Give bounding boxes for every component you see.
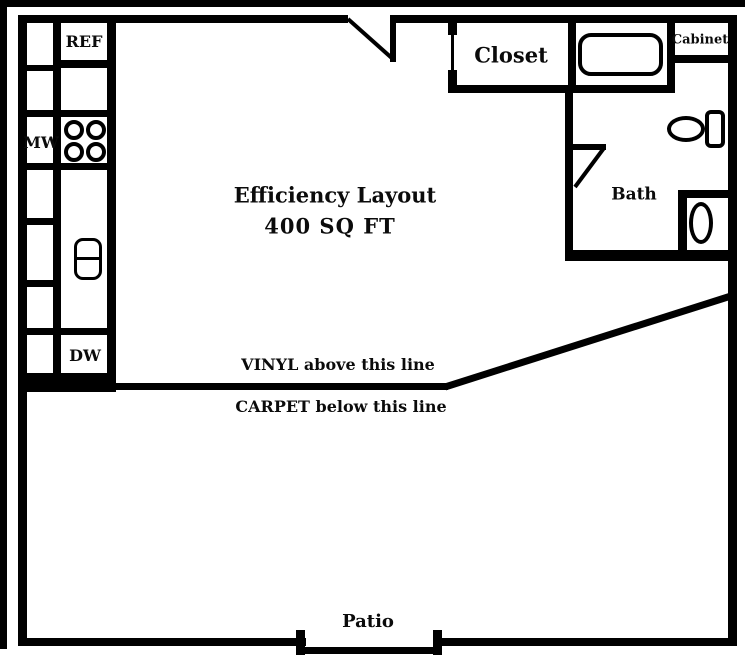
entry-door-leaf xyxy=(390,15,396,62)
flooring-divider-diagonal xyxy=(443,292,733,391)
bath-bottom-wall xyxy=(565,250,737,261)
bathtub-icon xyxy=(578,33,663,76)
counter-divider-line xyxy=(18,280,61,287)
burner-icon xyxy=(64,120,84,140)
toilet-bowl-icon xyxy=(667,116,705,142)
bath-door-swing-line xyxy=(573,146,606,189)
outer-frame-left xyxy=(0,0,7,649)
bottom-wall-right-segment xyxy=(433,638,737,646)
washbasin-icon xyxy=(689,202,713,244)
dishwasher-label: DW xyxy=(69,346,101,365)
sink-divider xyxy=(77,257,99,260)
counter-divider-line xyxy=(18,110,116,117)
outer-frame-top xyxy=(0,0,745,7)
toilet-tank-icon xyxy=(705,110,725,148)
closet-tub-divider-wall xyxy=(568,15,576,92)
entry-door-swing-line xyxy=(346,17,396,62)
carpet-flooring-label: CARPET below this line xyxy=(235,397,447,416)
top-wall-left-segment xyxy=(18,15,348,23)
washbasin-nook-left-wall xyxy=(678,190,687,255)
refrigerator-label: REF xyxy=(65,32,103,51)
patio-label: Patio xyxy=(342,611,394,632)
washbasin-nook-top-wall xyxy=(683,190,728,198)
bath-label: Bath xyxy=(611,184,657,205)
microwave-label: MW xyxy=(23,133,59,152)
counter-divider-line xyxy=(18,328,116,335)
bottom-wall-left-segment xyxy=(18,638,306,646)
bath-door-leaf xyxy=(573,144,606,150)
cabinet-bottom-wall xyxy=(675,55,737,63)
closet-door-jamb-bottom xyxy=(448,70,457,92)
closet-door-jamb-top xyxy=(448,15,457,35)
burner-icon xyxy=(86,142,106,162)
closet-label: Closet xyxy=(474,42,548,68)
kitchen-counter-divider xyxy=(53,20,61,376)
cabinet-label: Cabinet xyxy=(671,32,729,48)
tub-room-right-wall xyxy=(667,15,675,92)
bath-left-wall xyxy=(565,85,573,257)
right-wall xyxy=(728,15,737,646)
closet-bottom-wall xyxy=(448,85,675,93)
counter-divider-line xyxy=(18,65,61,71)
counter-divider-line xyxy=(18,163,116,170)
burner-icon xyxy=(86,120,106,140)
counter-divider-line xyxy=(18,218,61,225)
plan-area: 400 SQ FT xyxy=(264,213,396,239)
patio-door-jamb-right xyxy=(433,630,442,655)
flooring-divider-line xyxy=(18,383,448,390)
kitchen-sink-icon xyxy=(74,238,102,280)
patio-door-jamb-left xyxy=(296,630,305,655)
top-wall-right-segment xyxy=(392,15,737,23)
closet-door-line xyxy=(451,33,454,72)
plan-title: Efficiency Layout xyxy=(233,182,437,208)
kitchen-right-wall xyxy=(107,15,116,392)
burner-icon xyxy=(64,142,84,162)
vinyl-flooring-label: VINYL above this line xyxy=(241,355,435,374)
patio-door-track xyxy=(296,647,442,654)
ref-cell-divider xyxy=(53,60,116,68)
